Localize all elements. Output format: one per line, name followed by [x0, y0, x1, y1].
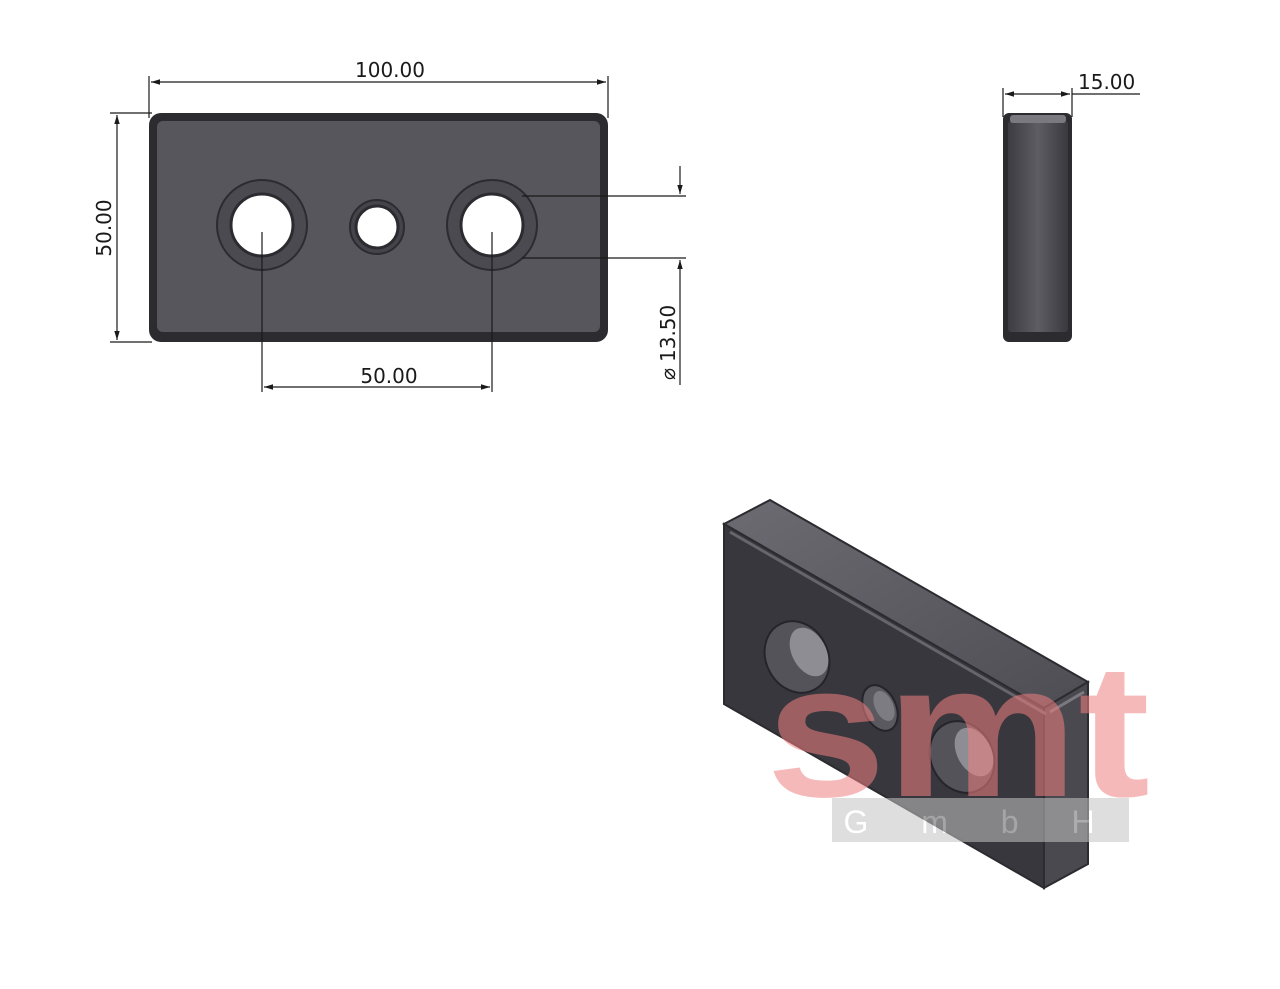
isometric-view [721, 498, 1090, 890]
dim-overall-height: 50.00 [92, 112, 152, 343]
front-view [149, 113, 608, 342]
company-watermark: smt G m b H [766, 625, 1150, 842]
side-plate-top-chamfer [1010, 115, 1066, 123]
iso-right-hole-bore [954, 727, 994, 777]
dim-overall-width-label: 100.00 [355, 58, 425, 82]
watermark-bar [832, 798, 1129, 842]
side-view [1003, 113, 1072, 342]
side-plate-face [1008, 121, 1068, 332]
dim-thickness: 15.00 [1002, 70, 1140, 117]
dim-overall-height-label: 50.00 [92, 199, 116, 256]
iso-chamfer-edge [729, 530, 1047, 716]
center-hole [354, 204, 400, 250]
dim-overall-width: 100.00 [148, 58, 609, 118]
dim-hole-diameter-label: 13.50 [656, 305, 680, 362]
iso-left-hole-bore [789, 627, 829, 677]
dim-hole-spacing-label: 50.00 [360, 364, 417, 388]
dim-hole-diameter-symbol: ⌀ [656, 368, 680, 380]
iso-center-hole-bore [873, 691, 895, 721]
watermark-logo-sub: G m b H [843, 804, 1116, 840]
dim-hole-diameter: ⌀ 13.50 [522, 166, 686, 385]
dim-hole-spacing: 50.00 [261, 232, 493, 392]
iso-chamfer-edge-end [1049, 690, 1085, 714]
dim-thickness-label: 15.00 [1078, 70, 1135, 94]
